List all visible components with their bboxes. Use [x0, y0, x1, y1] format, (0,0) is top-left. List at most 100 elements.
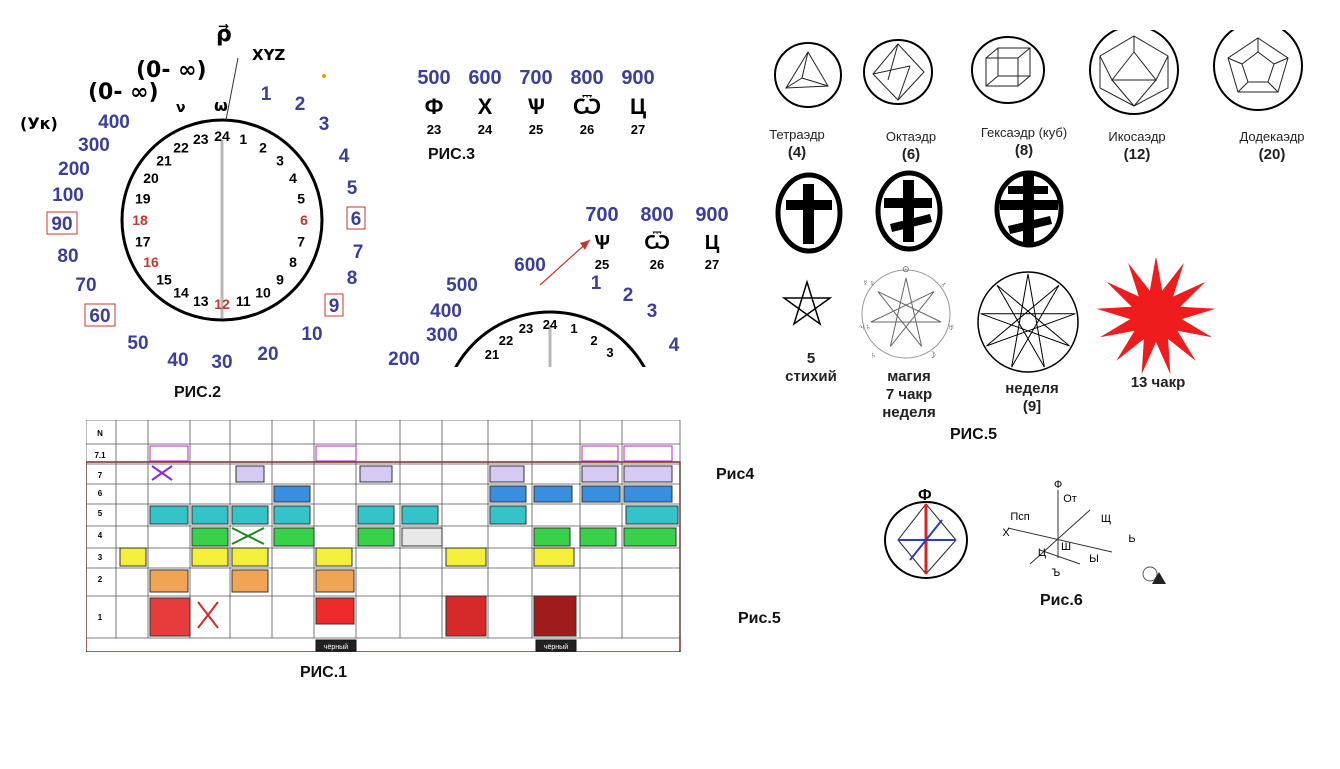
fig3b-ring [454, 310, 646, 367]
fig3b-ring-hour: 1 [570, 321, 577, 336]
fig3b-top-letter: Ц [705, 232, 720, 254]
fig1-colored-cell [273, 527, 315, 547]
fig1-colored-cell [231, 569, 269, 593]
fig2-boxed-number-frame [46, 211, 78, 235]
fig6-axis-label: Ф [1054, 480, 1062, 491]
star-label-7: магия 7 чакр неделя [866, 368, 952, 422]
nonagram-icon [977, 271, 1079, 373]
fig3b-top-letter: Ѿ [644, 232, 670, 254]
fig3b-top-number: 800 [640, 204, 673, 226]
fig2-hour-label: 6 [300, 212, 308, 228]
fig1-colored-cell [149, 505, 189, 525]
fig2-outer-number: 70 [75, 275, 96, 296]
orthodox-cross-icon [875, 170, 943, 252]
fig6-axis-label: Ъ [1052, 567, 1061, 579]
fig1-colored-cell [191, 527, 229, 547]
fig1-colored-cell [357, 527, 395, 547]
fig2-outer-number: 9 [329, 296, 340, 317]
fig2-hour-label: 12 [214, 296, 230, 312]
solid-label-tetrahedron: Тетраэдр (4) [752, 126, 842, 162]
svg-text:♂: ♂ [940, 280, 947, 290]
solid-label-dodecahedron: Додекаэдр (20) [1222, 128, 1322, 164]
fig1-black-label: чёрный [544, 643, 568, 651]
solid-label-octahedron: Октаэдр (6) [866, 128, 956, 164]
star-label-line: стихий [785, 368, 837, 385]
solid-count: (12) [1123, 146, 1151, 163]
fig1-black-label: чёрный [324, 643, 348, 651]
fig3b-top-letter: Ѱ [594, 232, 610, 254]
solid-label-cube: Гексаэдр (куб) (8) [966, 124, 1082, 160]
fig3-letter: Ѱ [527, 94, 545, 119]
fig1-colored-cell [149, 569, 189, 593]
star-label-9: неделя (9] [992, 380, 1072, 416]
fig2-hour-label: 18 [132, 212, 148, 228]
fig3b-ring-hour: 23 [519, 321, 533, 336]
fig3b-svg: 700Ѱ25800Ѿ26900Ц276005004003002001234212… [388, 204, 729, 370]
fig4-caption: Рис4 [716, 466, 755, 483]
octahedron-icon [863, 39, 933, 105]
star-label-13: 13 чакр [1118, 374, 1198, 392]
svg-text:♅: ♅ [948, 322, 955, 332]
fig1-colored-cell [273, 485, 311, 503]
fig2-hour-label: 21 [156, 153, 172, 169]
solid-name: Додекаэдр [1239, 129, 1305, 144]
solid-name: Гексаэдр (куб) [980, 125, 1068, 140]
fig1-colored-cell [273, 505, 311, 525]
fig1-colored-cell [623, 527, 677, 547]
fig2-outer-number: 1 [261, 84, 272, 105]
fig2-hour-label: 24 [214, 128, 230, 144]
fig2-hour-label: 9 [276, 271, 284, 287]
fig2-outer-number: 8 [347, 268, 358, 289]
solid-name: Тетраэдр [769, 127, 825, 142]
tetrahedron-icon [774, 42, 842, 108]
fig2-hour-label: 7 [297, 234, 305, 250]
heptagram-icon: ♃♄☿♀ ⊙♂ ♅☽♄ [858, 264, 955, 360]
fig1-colored-cell [315, 597, 355, 625]
fig1-colored-cell [231, 547, 269, 567]
icosahedron-icon [1089, 30, 1179, 115]
fig3b-top-index: 27 [705, 257, 719, 272]
fig6-axis-label: Ы [1089, 553, 1099, 565]
fig2-hour-label: 2 [259, 139, 267, 155]
fig3b-arrow [539, 239, 591, 286]
dodecahedron-icon [1213, 30, 1303, 111]
fig3b-arc-number: 600 [514, 255, 546, 276]
fig4-octahedron-icon: Ф [884, 487, 968, 579]
fig3-number: 500 [417, 67, 450, 89]
fig3b-ring-hour: 21 [485, 347, 499, 362]
fig3-index: 25 [529, 122, 543, 137]
crosses-svg [775, 170, 1064, 254]
star-label-line: неделя [882, 404, 936, 421]
fig3b-arc-number: 4 [669, 335, 680, 356]
fig2-caption: РИС.2 [174, 384, 222, 401]
fig6-axis-label: От [1063, 493, 1077, 505]
svg-text:☿♀: ☿♀ [862, 278, 876, 288]
fig3b-arc-number: 400 [430, 301, 462, 322]
fig2-outer-number: 200 [58, 159, 90, 180]
stars-svg: ♃♄☿♀ ⊙♂ ♅☽♄ [781, 258, 1216, 375]
fig6-caption: Рис.6 [1040, 592, 1083, 609]
fig1-colored-cell [401, 505, 439, 525]
fig2-boxed-number-frame [346, 206, 366, 230]
fig3b-arc-number: 500 [446, 275, 478, 296]
fig1-row-number: 4 [98, 531, 103, 540]
fig2-omega-label: ω [214, 96, 228, 115]
fig1-colored-cell [315, 569, 355, 593]
star-label-line: 13 чакр [1130, 374, 1186, 391]
fig1-row-number: 6 [98, 489, 103, 498]
fig2-hour-label: 16 [143, 254, 159, 270]
fig1-colored-cell [581, 465, 619, 483]
fig3-number: 600 [468, 67, 501, 89]
fig6-axis-label: Псп [1010, 511, 1029, 523]
fig3b-ring-hour: 22 [499, 333, 513, 348]
fig1-colored-cell [231, 505, 269, 525]
fig2-outer-number: 60 [89, 306, 110, 327]
fig4-top-letter: Ф [918, 487, 932, 504]
